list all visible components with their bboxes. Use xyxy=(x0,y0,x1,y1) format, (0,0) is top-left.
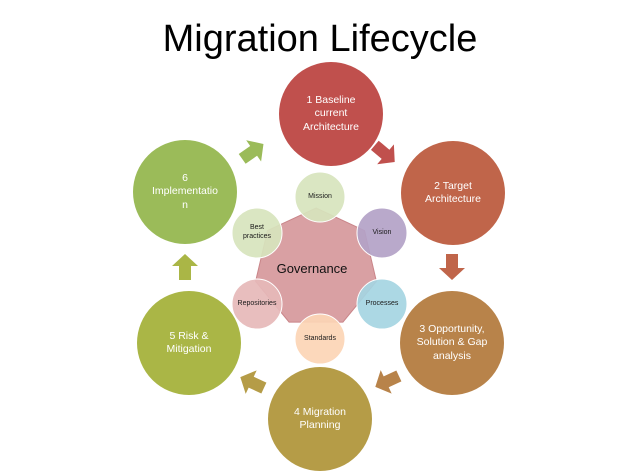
stage-label-2: 2 Target Architecture xyxy=(424,179,482,205)
flow-arrow-6 xyxy=(238,140,264,164)
item-circle-4 xyxy=(294,313,346,365)
arrow-shape xyxy=(172,254,198,280)
stage-label-3: 3 Opportunity, Solution & Gap analysis xyxy=(416,323,488,362)
arrow-shape xyxy=(238,140,264,164)
arrow-shape xyxy=(240,370,267,394)
item-label-1: Mission xyxy=(308,192,332,200)
arrow-shape xyxy=(370,140,395,165)
stage-circle-4 xyxy=(268,367,372,471)
stage-circle-2 xyxy=(401,141,505,245)
stage-circle-6 xyxy=(133,140,237,244)
stage-label-1: 1 Baseline current Architecture xyxy=(302,94,360,133)
item-circle-1 xyxy=(294,171,346,223)
arrow-shape xyxy=(375,370,402,394)
flow-arrow-4 xyxy=(240,370,267,394)
item-label-3: Processes xyxy=(365,299,399,307)
item-circle-6 xyxy=(231,207,283,259)
item-circle-3 xyxy=(356,278,408,330)
stage-circle-5 xyxy=(137,291,241,395)
item-circle-5 xyxy=(231,278,283,330)
stage-circle-1 xyxy=(279,62,383,166)
flow-arrow-3 xyxy=(375,370,402,394)
stage-circle-3 xyxy=(400,291,504,395)
item-label-4: Standards xyxy=(304,334,336,342)
page-title: Migration Lifecycle xyxy=(162,18,478,60)
arrow-shape xyxy=(439,254,465,280)
item-label-2: Vision xyxy=(372,228,392,236)
item-label-5: Repositories xyxy=(237,299,277,307)
flow-arrow-1 xyxy=(370,140,395,165)
stage-label-5: 5 Risk & Mitigation xyxy=(166,329,212,355)
governance-label: Governance xyxy=(276,260,348,276)
item-circle-2 xyxy=(356,207,408,259)
stage-label-6: 6 Implementatio n xyxy=(152,172,218,211)
stage-label-4: 4 Migration Planning xyxy=(294,405,346,431)
flow-arrow-2 xyxy=(439,254,465,280)
flow-arrow-5 xyxy=(172,254,198,280)
item-label-6: Best practices xyxy=(242,224,271,240)
